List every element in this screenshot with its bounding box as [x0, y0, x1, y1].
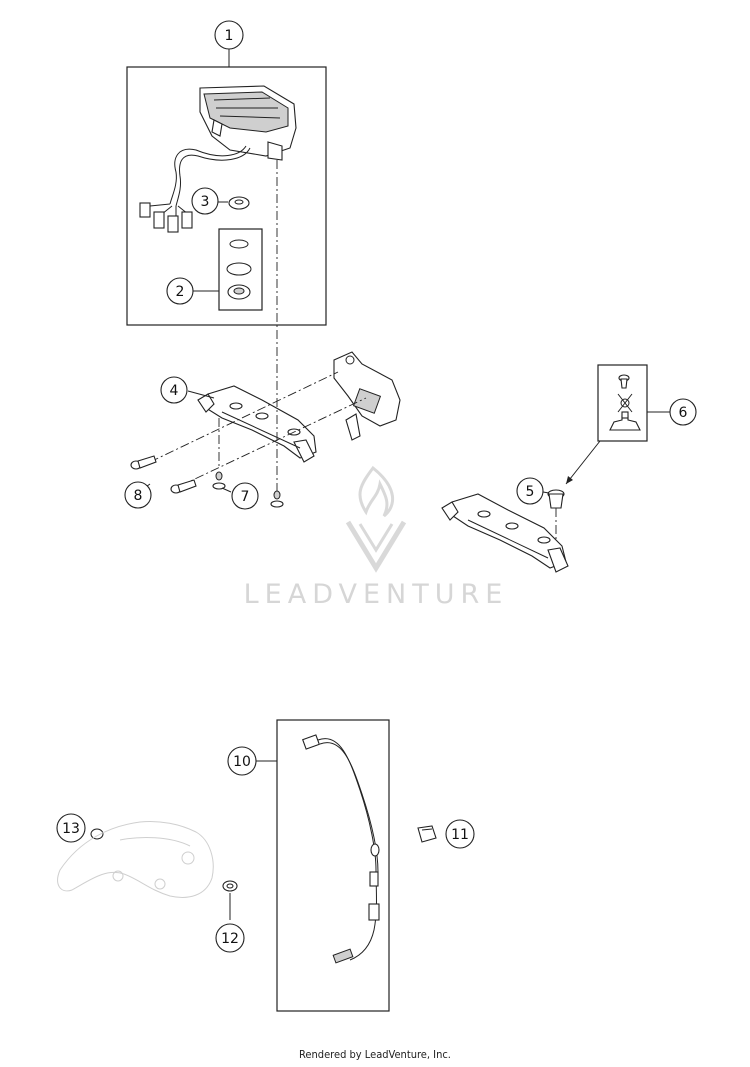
callout-12-number: 12: [221, 931, 239, 947]
crossed-out-part-icon: [617, 393, 633, 413]
callout-12: 12: [215, 923, 245, 953]
item-10-group-box: [276, 719, 390, 1012]
o-ring-part: [226, 262, 252, 276]
washer-part: [228, 196, 250, 210]
arrow-icon: [566, 476, 573, 484]
callout-6: 6: [669, 398, 697, 426]
callout-1-number: 1: [225, 28, 234, 44]
watermark-text: LEADVENTURE: [244, 579, 509, 610]
item-2-group-box: [218, 228, 263, 311]
callout-7-leader: [221, 487, 232, 493]
callout-11-number: 11: [451, 827, 469, 843]
cable-clip-part: [417, 825, 437, 843]
callout-13: 13: [56, 813, 86, 843]
wiring-loom-part: [139, 145, 251, 233]
callout-6-pointer: [565, 440, 601, 485]
connector-part: [181, 211, 193, 229]
callout-2-number: 2: [176, 284, 185, 300]
rubber-mount-part: [212, 471, 226, 490]
callout-7: 7: [231, 482, 259, 510]
callout-4: 4: [160, 376, 188, 404]
connector-part: [167, 215, 179, 233]
o-ring-part: [229, 239, 249, 249]
mounting-plate-part: [333, 351, 401, 441]
screw-part: [618, 374, 630, 389]
nut-part: [227, 284, 251, 300]
callout-4-number: 4: [170, 383, 179, 399]
mounting-bracket-part: [197, 385, 317, 463]
callout-10-number: 10: [233, 754, 251, 770]
callout-10: 10: [227, 746, 257, 776]
axis-line: [179, 397, 367, 487]
callout-7-number: 7: [241, 489, 250, 505]
snap-ring-part: [90, 828, 104, 840]
callout-13-number: 13: [62, 821, 80, 837]
mounting-bracket-detail-part: [441, 493, 569, 573]
callout-5-number: 5: [526, 484, 535, 500]
connector-part: [153, 211, 165, 229]
item-1-group-box: [126, 66, 327, 326]
callout-3: 3: [191, 187, 219, 215]
callout-3-number: 3: [201, 194, 210, 210]
callout-4-leader: [187, 390, 215, 399]
callout-11: 11: [445, 819, 475, 849]
footer-credit: Rendered by LeadVenture, Inc.: [299, 1048, 451, 1061]
grommet-part: [547, 489, 565, 509]
rubber-mount-part: [270, 490, 284, 508]
callout-2: 2: [166, 277, 194, 305]
flame-logo-icon: [345, 465, 407, 573]
axis-line: [149, 371, 339, 463]
callout-6-number: 6: [679, 405, 688, 421]
bolt-part: [170, 479, 197, 494]
sleeve-part: [222, 880, 238, 892]
dashboard-display-part: [199, 85, 297, 161]
callout-5-leader: [542, 491, 550, 494]
connector-part: [139, 202, 151, 218]
item-6-group-box: [597, 364, 648, 442]
callout-1: 1: [214, 20, 244, 50]
retainer-part: [609, 411, 641, 431]
brake-carrier-reference-part: [57, 821, 214, 898]
bolt-part: [130, 455, 157, 470]
callout-5: 5: [516, 477, 544, 505]
sensor-cable-part: [302, 734, 380, 964]
callout-8-number: 8: [134, 488, 143, 504]
watermark: LEADVENTURE: [244, 465, 509, 610]
callout-8: 8: [124, 481, 152, 509]
